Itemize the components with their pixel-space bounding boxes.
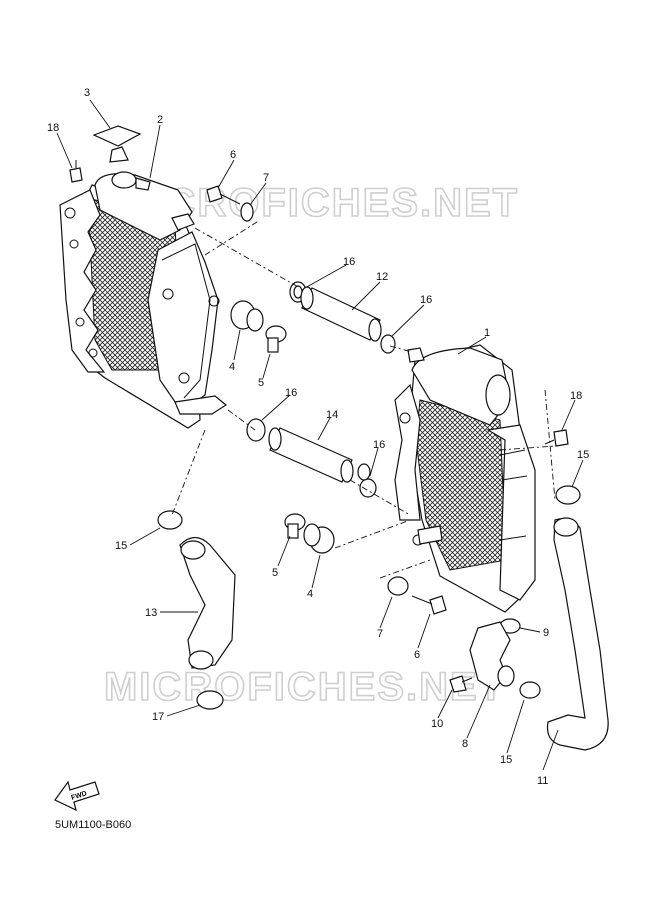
bolt-top: [206, 185, 241, 205]
callout-3: 3: [84, 87, 90, 99]
callout-10: 10: [431, 718, 443, 730]
callout-17: 17: [152, 711, 164, 723]
callout-16: 16: [343, 256, 355, 268]
grommet-upper: [230, 300, 287, 353]
callout-13: 13: [145, 607, 157, 619]
callout-5: 5: [258, 377, 264, 389]
callout-15: 15: [577, 449, 589, 461]
callout-18: 18: [570, 390, 582, 402]
hose-13: [179, 536, 236, 670]
hose-14: [268, 427, 354, 483]
clamp-pipe: [519, 681, 541, 699]
callout-8: 8: [462, 738, 468, 750]
callout-12: 12: [376, 271, 388, 283]
callout-14: 14: [326, 409, 338, 421]
clamp-hose-13-top: [157, 510, 183, 530]
callout-6: 6: [414, 649, 420, 661]
callout-16: 16: [373, 439, 385, 451]
washer-lower: [387, 576, 409, 596]
hose-11: [546, 517, 609, 751]
callout-7: 7: [377, 628, 383, 640]
clamp-right: [555, 485, 581, 505]
grommet-lower: [284, 513, 335, 554]
callout-11: 11: [537, 775, 548, 787]
diagram-code: 5UM1100-B060: [55, 819, 132, 831]
washer-top: [240, 202, 254, 222]
left-radiator: [59, 173, 228, 429]
bolt-lower: [411, 595, 447, 615]
hose-12: [300, 286, 382, 342]
clamp-upper-right: [380, 334, 396, 354]
leader-lines: [56, 99, 584, 771]
callout-16: 16: [285, 387, 297, 399]
callout-15: 15: [500, 754, 512, 766]
joint-pipe: [469, 621, 515, 691]
callout-7: 7: [263, 172, 269, 184]
clamp-small: [357, 463, 371, 481]
callout-18: 18: [47, 122, 59, 134]
callout-15: 15: [115, 540, 127, 552]
callout-6: 6: [230, 149, 236, 161]
callout-2: 2: [157, 114, 163, 126]
clamp-lower-right: [359, 478, 377, 498]
callout-4: 4: [229, 361, 235, 373]
radiator-cap: [92, 125, 151, 191]
callout-4: 4: [307, 588, 313, 600]
fwd-arrow-icon: FWD: [54, 780, 100, 812]
callout-16: 16: [420, 294, 432, 306]
assembly-lines: [171, 219, 556, 579]
right-radiator: [394, 344, 536, 613]
clamp-hose-13-bottom: [196, 690, 224, 710]
bolt-pipe: [449, 675, 473, 693]
callout-9: 9: [543, 627, 549, 639]
fwd-label: FWD: [70, 790, 87, 802]
clamp-lower-left: [246, 418, 266, 442]
callout-5: 5: [272, 567, 278, 579]
callout-1: 1: [484, 327, 490, 339]
callout-labels: 1 2 3 18 6 7 16 12 16 4 5 16 14 16 18 15…: [47, 87, 589, 787]
watermark-bottom: MICROFICHES.NET: [104, 665, 505, 709]
bolt-left: [69, 160, 83, 183]
